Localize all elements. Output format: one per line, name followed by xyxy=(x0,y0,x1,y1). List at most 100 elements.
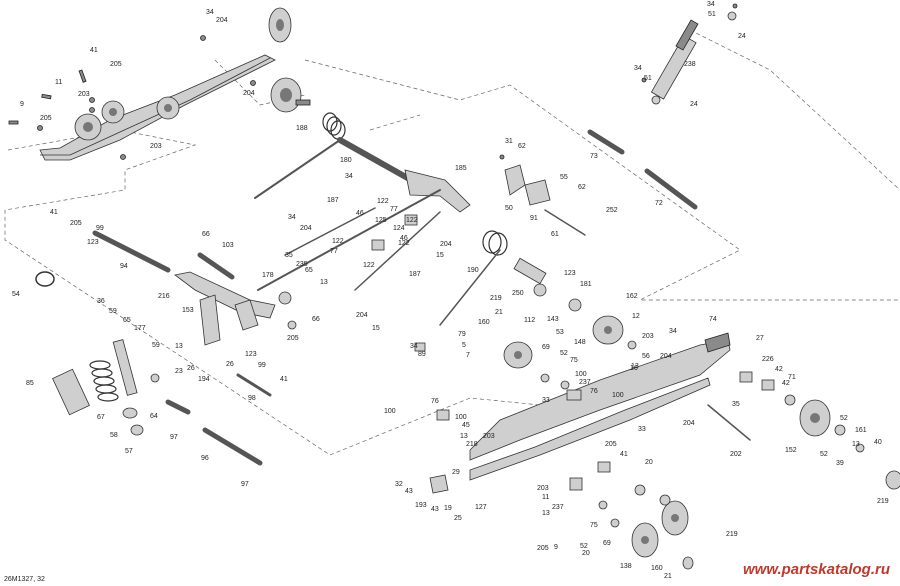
callout-label: 190 xyxy=(467,267,479,274)
callout-label: 9 xyxy=(554,544,558,551)
callout-label: 7 xyxy=(466,352,470,359)
callout-label: 138 xyxy=(620,563,632,570)
idler-wheels xyxy=(503,283,900,570)
callout-label: 152 xyxy=(785,447,797,454)
callout-label: 12 xyxy=(632,313,640,320)
callout-label: 203 xyxy=(150,143,162,150)
callout-label: 13 xyxy=(542,510,550,517)
callout-label: 34 xyxy=(707,1,715,8)
callout-label: 127 xyxy=(475,504,487,511)
callout-label: 34 xyxy=(669,328,677,335)
callout-label: 100 xyxy=(384,408,396,415)
callout-label: 42 xyxy=(782,380,790,387)
callout-label: 181 xyxy=(580,281,592,288)
callout-label: 9 xyxy=(20,101,24,108)
coil-spring-67 xyxy=(89,360,119,402)
rear-shock-absorber xyxy=(641,3,738,105)
callout-label: 123 xyxy=(245,351,257,358)
callout-label: 252 xyxy=(606,207,618,214)
callout-label: 204 xyxy=(243,90,255,97)
callout-label: 26 xyxy=(187,365,195,372)
callout-label: 204 xyxy=(683,420,695,427)
callout-label: 24 xyxy=(738,33,746,40)
callout-label: 40 xyxy=(874,439,882,446)
callout-label: 204 xyxy=(440,241,452,248)
callout-label: 205 xyxy=(40,115,52,122)
callout-label: 226 xyxy=(762,356,774,363)
callout-label: 58 xyxy=(110,432,118,439)
callout-label: 51 xyxy=(644,75,652,82)
callout-label: 11 xyxy=(542,494,549,501)
callout-label: 99 xyxy=(258,362,266,369)
callout-label: 94 xyxy=(120,263,128,270)
callout-label: 205 xyxy=(537,545,549,552)
callout-label: 204 xyxy=(660,353,672,360)
cross-shafts xyxy=(92,129,698,466)
callout-label: 21 xyxy=(495,309,503,316)
callout-label: 112 xyxy=(524,317,535,324)
callout-label: 125 xyxy=(375,217,387,224)
callout-label: 56 xyxy=(642,353,650,360)
callout-label: 66 xyxy=(312,316,320,323)
callout-label: 194 xyxy=(198,376,210,383)
callout-label: 123 xyxy=(87,239,99,246)
misc-fasteners xyxy=(150,207,775,494)
callout-label: 73 xyxy=(590,153,598,160)
callout-label: 122 xyxy=(406,217,418,224)
callout-label: 205 xyxy=(110,61,122,68)
callout-label: 20 xyxy=(645,459,653,466)
callout-label: 122 xyxy=(332,238,344,245)
upper-left-rail xyxy=(39,7,292,161)
callout-label: 185 xyxy=(455,165,467,172)
callout-label: 203 xyxy=(642,333,654,340)
callout-label: 39 xyxy=(836,460,844,467)
callout-label: 25 xyxy=(454,515,462,522)
callout-label: 16 xyxy=(630,365,638,372)
callout-label: 52 xyxy=(840,415,848,422)
callout-label: 52 xyxy=(560,350,568,357)
callout-label: 32 xyxy=(395,481,403,488)
callout-label: 50 xyxy=(505,205,513,212)
callout-label: 23 xyxy=(175,368,183,375)
callout-label: 34 xyxy=(634,65,642,72)
callout-label: 100 xyxy=(455,414,467,421)
callout-label: 205 xyxy=(287,335,299,342)
callout-label: 69 xyxy=(542,344,550,351)
callout-label: 59 xyxy=(152,342,160,349)
callout-label: 187 xyxy=(409,271,421,278)
callout-label: 46 xyxy=(356,210,364,217)
callout-label: 204 xyxy=(356,312,368,319)
right-slide-rail xyxy=(469,332,731,481)
diagram-code: 26M1327, 32 xyxy=(4,576,45,583)
callout-label: 178 xyxy=(262,272,274,279)
rear-torsion-spring xyxy=(439,230,547,326)
callout-label: 89 xyxy=(418,351,426,358)
front-shock-and-spring xyxy=(35,271,144,436)
callout-label: 98 xyxy=(248,395,256,402)
callout-label: 42 xyxy=(775,366,783,373)
callout-label: 96 xyxy=(201,455,209,462)
callout-label: 97 xyxy=(170,434,178,441)
callout-label: 122 xyxy=(377,198,389,205)
callout-label: 122 xyxy=(398,240,410,247)
callout-label: 143 xyxy=(547,316,559,323)
callout-label: 20 xyxy=(582,550,590,557)
callout-label: 41 xyxy=(280,376,288,383)
callout-label: 31 xyxy=(505,138,513,145)
callout-label: 79 xyxy=(458,331,466,338)
callout-label: 34 xyxy=(345,173,353,180)
callout-label: 250 xyxy=(512,290,524,297)
callout-label: 57 xyxy=(125,448,133,455)
upper-left-fasteners xyxy=(8,35,256,160)
callout-label: 66 xyxy=(202,231,210,238)
callout-label: 13 xyxy=(852,441,860,448)
callout-label: 148 xyxy=(574,339,586,346)
callout-label: 55 xyxy=(560,174,568,181)
callout-label: 36 xyxy=(97,298,105,305)
callout-label: 34 xyxy=(410,343,418,350)
callout-label: 219 xyxy=(877,498,889,505)
callout-label: 35 xyxy=(732,401,740,408)
callout-label: 35 xyxy=(285,252,293,259)
callout-label: 43 xyxy=(405,488,413,495)
